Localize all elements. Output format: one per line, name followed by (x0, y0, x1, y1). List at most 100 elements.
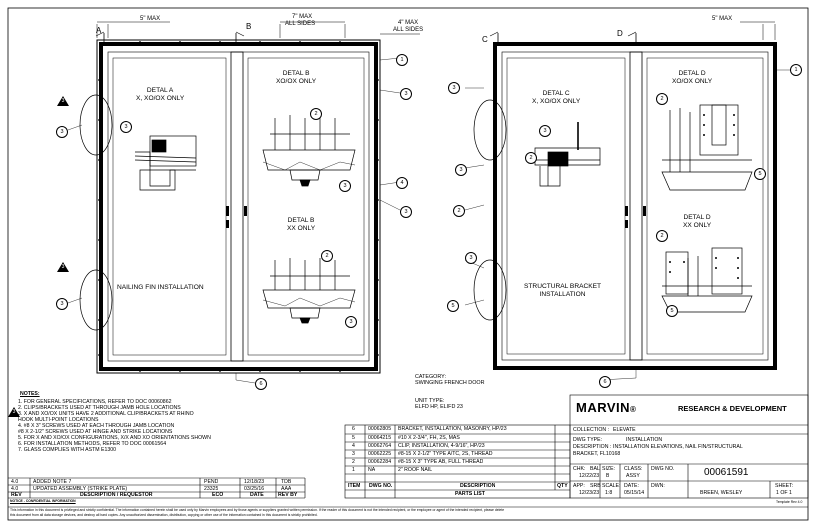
note-item: #8 X 2-1/2" SCREWS USED AT HINGE AND STR… (18, 429, 173, 435)
section-letter-a: A (96, 26, 102, 35)
rev-cell: ADDED NOTE 7 (33, 479, 72, 485)
rev-header: REV BY (278, 492, 298, 498)
callout-3: 3 (345, 316, 357, 328)
callout-4: 4 (396, 177, 408, 189)
rev-cell: 4.0 (11, 479, 19, 485)
parts-cell: CLIP, INSTALLATION, 4-9/16", HP/23 (398, 443, 485, 449)
chk-value: BAL (590, 466, 600, 472)
parts-cell: 00062805 (368, 426, 392, 432)
rev-cell: 03/25/16 (244, 486, 265, 492)
dwn-label: DWN: (651, 483, 665, 489)
chk-label: CHK: (573, 466, 586, 472)
dimension-label: 5" MAX (140, 16, 161, 22)
dwg-no-label: DWG NO. (651, 466, 675, 472)
notice-text: this document from all data storage devi… (10, 513, 318, 517)
parts-cell: 4 (352, 443, 355, 449)
scale-value: 1:8 (605, 490, 613, 496)
rev-cell: UPDATED ASSEMBLY (STRIKE PLATE) (33, 486, 128, 492)
dimension-label: 5" MAX (712, 16, 733, 22)
unit-type-value: ELFD HP, ELIFD 23 (415, 404, 463, 410)
date-value: 05/15/14 (624, 490, 645, 496)
chk-date: 12/22/23 (579, 473, 600, 479)
callout-1: 1 (790, 64, 802, 76)
sheet-label: SHEET: (775, 483, 794, 489)
parts-cell: 6 (352, 426, 355, 432)
note-item: 1. FOR GENERAL SPECIFICATIONS, REFER TO … (18, 399, 172, 405)
note-item: 5. FOR X AND XO/OX CONFIGURATIONS, X/X A… (18, 435, 211, 441)
parts-cell: NA (368, 467, 376, 473)
class-value: ASSY (626, 473, 640, 479)
callout-3: 3 (465, 252, 477, 264)
callout-3: 3 (448, 82, 460, 94)
callout-3: 3 (455, 164, 467, 176)
callout-1: 1 (396, 54, 408, 66)
rev-header: REV (11, 492, 22, 498)
dimension-label: 4" MAX (398, 20, 419, 26)
section-letter-b: B (246, 22, 252, 31)
parts-cell: #8-15 X 2-1/2" TYPE A/TC, 2S, THREAD (398, 451, 493, 457)
parts-cell: 00064215 (368, 435, 392, 441)
size-label: SIZE: (602, 466, 615, 472)
app-label: APP: (573, 483, 585, 489)
callout-2: 2 (310, 108, 322, 120)
note-item: 7. GLASS COMPLIES WITH ASTM E1300 (18, 447, 117, 453)
app-value: SRB (590, 483, 601, 489)
callout-3: 3 (339, 180, 351, 192)
rev-header: ECO (212, 492, 224, 498)
category-value: SWINGING FRENCH DOOR (415, 380, 485, 386)
parts-header: ITEM (348, 483, 361, 489)
parts-cell: 2 (352, 459, 355, 465)
rev-cell: 12/18/23 (244, 479, 265, 485)
parts-header: DESCRIPTION (460, 483, 496, 489)
callout-2: 2 (656, 93, 668, 105)
parts-cell: 2" ROOF NAIL (398, 467, 433, 473)
dwg-no-value: 00061591 (704, 467, 749, 478)
parts-cell: 00062225 (368, 451, 392, 457)
parts-list-title: PARTS LIST (455, 491, 485, 497)
parts-header: DWG NO. (369, 483, 393, 489)
note-item: 2. CLIPS/BRACKETS USED AT THROUGH JAMB H… (18, 405, 181, 411)
callout-3: 3 (400, 206, 412, 218)
rev-header: DATE (250, 492, 264, 498)
left-door-elevation (67, 21, 420, 384)
category-label: CATEGORY: (415, 374, 446, 380)
callout-5: 5 (447, 300, 459, 312)
parts-cell: 00062764 (368, 443, 392, 449)
rev-cell: 4.0 (11, 486, 19, 492)
note-item: 3. X AND XO/OX UNITS HAVE 2 ADDITIONAL C… (18, 411, 194, 417)
callout-3: 3 (120, 121, 132, 133)
parts-cell: 3 (352, 451, 355, 457)
collection-value: ELEVATE (613, 427, 636, 433)
notice-title: NOTICE - CONFIDENTIAL INFORMATION (10, 499, 76, 503)
parts-cell: #8-15 X 3" TYPE AB, FULL THREAD (398, 459, 484, 465)
rev-header: DESCRIPTION / REQUESTOR (80, 492, 153, 498)
rev-cell: AAA (281, 486, 292, 492)
note-item: 4. #8 X 3" SCREWS USED AT EACH THROUGH J… (18, 423, 175, 429)
parts-cell: 1 (352, 467, 355, 473)
template-rev: Template Rev 4.0 (776, 500, 803, 504)
sheet-value: 1 OF 1 (776, 490, 792, 496)
size-value: B (606, 473, 610, 479)
sheet-border (7, 7, 809, 521)
description-value: BRACKET, FL10168 (573, 451, 621, 457)
dwg-type-label: DWG TYPE: (573, 437, 603, 443)
parts-header: QTY (557, 483, 568, 489)
callout-3: 3 (56, 126, 68, 138)
note-item: HOOK MULTI-POINT LOCATIONS (18, 417, 99, 423)
description-label: DESCRIPTION : (573, 444, 612, 450)
right-door-elevation (464, 21, 790, 381)
notice-text: This information in this document is pri… (10, 508, 505, 512)
callout-6: 6 (599, 376, 611, 388)
app-date: 12/23/23 (579, 490, 600, 496)
revision-triangle-icon: 3 (57, 262, 69, 272)
collection-label: COLLECTION : (573, 427, 610, 433)
brand-logo: MARVIN® (576, 400, 637, 415)
notes-title: NOTES: (20, 391, 40, 397)
